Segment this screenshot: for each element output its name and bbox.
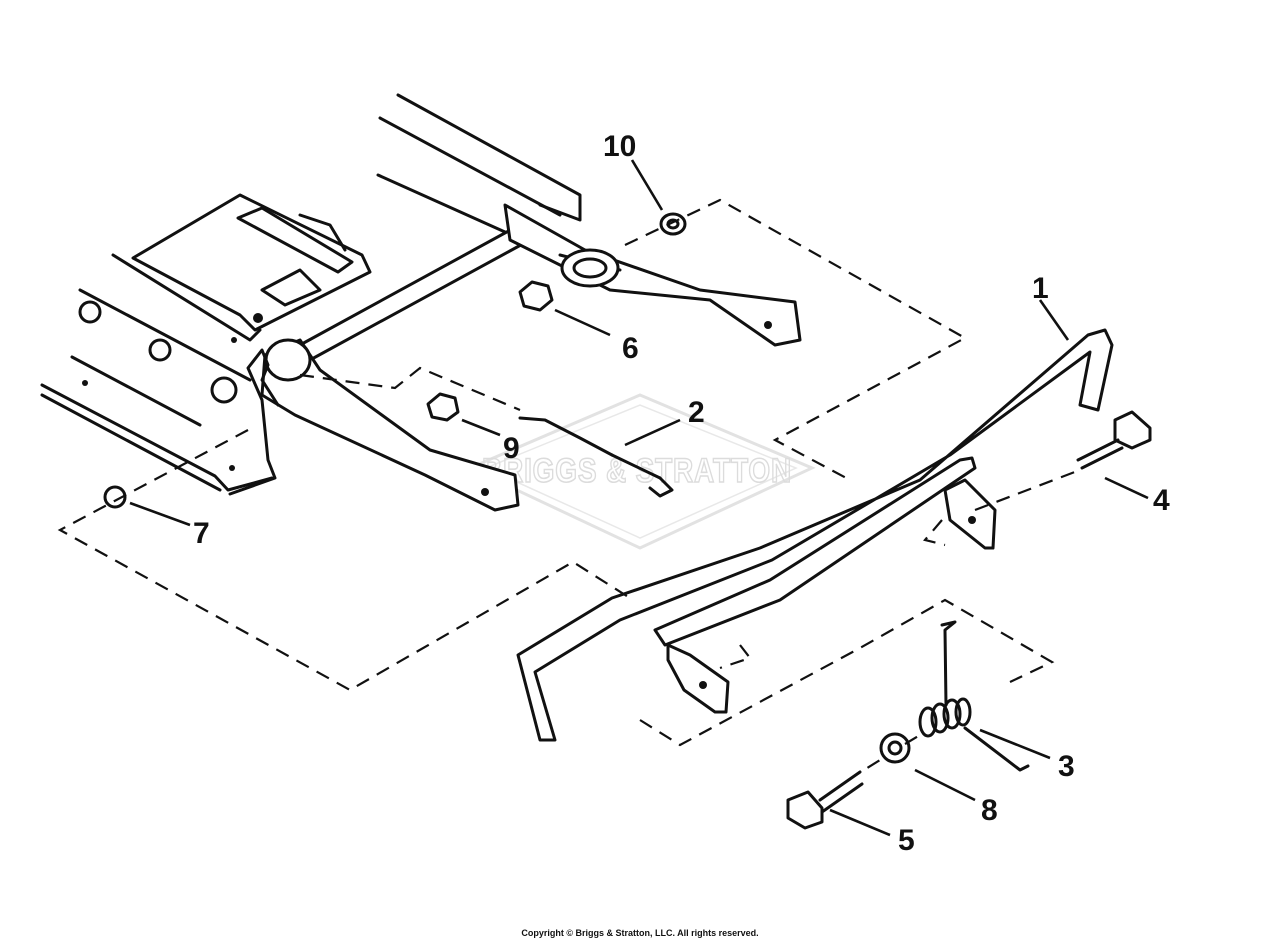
- callout-5: 5: [898, 824, 915, 857]
- watermark-logo: BRIGGS & STRATTON: [466, 393, 816, 550]
- callout-2: 2: [688, 396, 705, 429]
- spring-part-2: [518, 416, 674, 498]
- copyright-footer: Copyright © Briggs & Stratton, LLC. All …: [521, 928, 759, 938]
- bolt-part-5: [786, 790, 824, 830]
- callout-9: 9: [503, 432, 520, 465]
- washer-part-10: [659, 212, 687, 236]
- callout-3: 3: [1058, 750, 1075, 783]
- callout-labels: 10 1 2 6 9 7 4 3 8 5: [193, 130, 1170, 857]
- bolt-part-4: [1113, 410, 1152, 450]
- washer-part-8: [879, 732, 911, 764]
- callout-1: 1: [1032, 272, 1049, 305]
- callout-10: 10: [603, 130, 636, 163]
- nut-part-6: [518, 280, 554, 312]
- callout-6: 6: [622, 332, 639, 365]
- assembly-lines: [57, 198, 1081, 781]
- watermark-text: BRIGGS & STRATTON: [482, 452, 792, 490]
- callout-8: 8: [981, 794, 998, 827]
- callout-4: 4: [1153, 484, 1170, 517]
- front-bar-part-1: [516, 328, 1114, 742]
- nut-part-9: [426, 392, 460, 422]
- leader-lines: [129, 159, 1149, 837]
- cross-shaft-assembly: [228, 203, 802, 512]
- callout-7: 7: [193, 517, 210, 550]
- deck-frame: [40, 93, 582, 492]
- spring-part-3: [918, 620, 1030, 772]
- nut-part-7: [103, 485, 127, 509]
